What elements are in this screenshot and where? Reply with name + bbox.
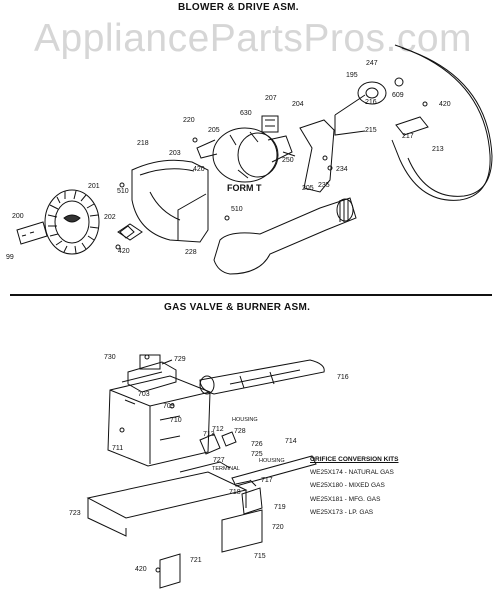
label-218: 218 [137, 140, 149, 147]
motor-630 [196, 127, 296, 183]
label-420: 420 [135, 566, 147, 573]
igniter-713 [199, 433, 221, 455]
bracket-200 [16, 221, 48, 245]
label-420-a: 420 [118, 248, 130, 255]
label-204: 204 [292, 101, 304, 108]
label-510-a: 510 [117, 188, 129, 195]
label-housing-top: HOUSING [232, 417, 258, 423]
watermark: AppliancePartsPros.com [34, 17, 473, 60]
label-711: 711 [112, 445, 124, 452]
orifice-conversion-kits: ORIFICE CONVERSION KITS WE25X174 - NATUR… [310, 456, 399, 524]
label-609: 609 [392, 92, 404, 99]
label-217: 217 [402, 133, 414, 140]
label-420-c: 420 [439, 101, 451, 108]
coil-729 [127, 361, 177, 393]
label-729: 729 [174, 356, 186, 363]
label-712: 712 [212, 426, 224, 433]
label-215: 215 [365, 127, 377, 134]
label-207: 207 [265, 95, 277, 102]
label-213: 213 [432, 146, 444, 153]
label-723: 723 [69, 510, 81, 517]
base-723 [86, 471, 248, 519]
label-220: 220 [183, 117, 195, 124]
label-420-b: 420 [193, 166, 205, 173]
blower-housing-218 [131, 159, 209, 243]
gas-tube-714 [231, 455, 317, 487]
label-630: 630 [240, 110, 252, 117]
orifice-kit-mixed-gas: WE25X180 - MIXED GAS [310, 482, 385, 489]
bracket-720 [221, 509, 263, 553]
label-720: 720 [272, 524, 284, 531]
label-housing-bottom: HOUSING [259, 458, 285, 464]
label-510-b: 510 [231, 206, 243, 213]
blower-section-title: BLOWER & DRIVE ASM. [178, 2, 299, 13]
label-725: 725 [251, 451, 263, 458]
valve-body-712 [107, 375, 211, 467]
label-205-b: 205 [302, 185, 314, 192]
label-713: 713 [203, 431, 215, 438]
label-715: 715 [254, 553, 266, 560]
label-730: 730 [104, 354, 116, 361]
flame-sensor-726 [221, 431, 237, 447]
label-235: 235 [318, 182, 330, 189]
gas-section-title: GAS VALVE & BURNER ASM. [164, 302, 311, 313]
orifice-kits-heading: ORIFICE CONVERSION KITS [310, 456, 399, 463]
label-247: 247 [366, 60, 378, 67]
label-216: 216 [365, 99, 377, 106]
label-201: 201 [88, 183, 100, 190]
valve-719 [241, 487, 263, 515]
duct-228 [213, 197, 357, 275]
label-202: 202 [104, 214, 116, 221]
label-703: 703 [138, 391, 150, 398]
belt-213 [391, 44, 491, 201]
label-form-t: FORM T [227, 183, 262, 193]
label-terminal: TERMINAL [212, 466, 240, 472]
pad-217 [395, 116, 429, 136]
label-714: 714 [285, 438, 297, 445]
bracket-721 [159, 553, 181, 589]
orifice-kit-lp-gas: WE25X173 - LP. GAS [310, 509, 374, 516]
label-99: 99 [6, 254, 14, 261]
label-727: 727 [213, 457, 225, 464]
idler-arm-215 [334, 94, 366, 136]
label-234: 234 [336, 166, 348, 173]
label-716: 716 [337, 374, 349, 381]
label-195: 195 [346, 72, 358, 79]
switch-207 [261, 115, 279, 133]
label-228: 228 [185, 249, 197, 256]
label-250: 250 [282, 157, 294, 164]
orifice-kit-natural-gas: WE25X174 - NATURAL GAS [310, 468, 394, 476]
orifice-kit-mfg-gas: WE25X181 - MFG. GAS [310, 495, 381, 503]
label-205-a: 205 [208, 127, 220, 134]
clip-202 [117, 223, 143, 241]
section-divider [10, 294, 492, 296]
blower-wheel-201 [44, 189, 100, 255]
label-200: 200 [12, 213, 24, 220]
label-718: 718 [229, 489, 241, 496]
burner-716 [199, 359, 325, 395]
motor-mount-205 [299, 119, 335, 193]
label-726: 726 [251, 441, 263, 448]
label-719: 719 [274, 504, 286, 511]
idler-pulley-216 [357, 81, 387, 105]
label-728: 728 [234, 428, 246, 435]
label-717: 717 [261, 477, 273, 484]
label-203: 203 [169, 150, 181, 157]
label-709: 709 [163, 403, 175, 410]
label-721: 721 [190, 557, 202, 564]
label-710: 710 [170, 417, 182, 424]
